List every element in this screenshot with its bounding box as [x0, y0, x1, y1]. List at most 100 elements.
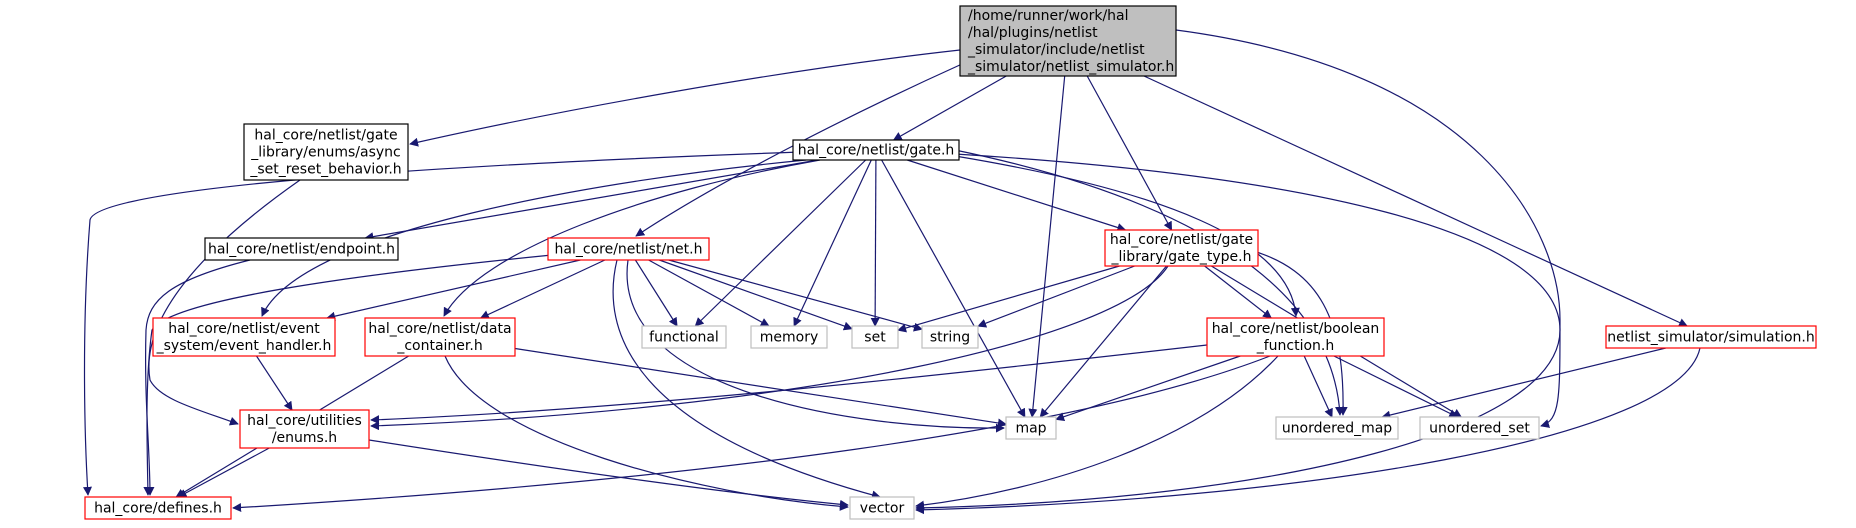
node-label-line: memory: [760, 330, 819, 346]
edge-gate-h-to-gate-type-h: [907, 159, 1127, 232]
edge-enums-h-to-vector: [368, 439, 849, 509]
node-box: [750, 325, 828, 349]
node-box: [921, 325, 979, 349]
node-event-handler-h[interactable]: hal_core/netlist/event_system/event_hand…: [152, 317, 336, 357]
node-label-line: vector: [860, 501, 905, 517]
node-label-line: _function.h: [1256, 338, 1335, 354]
node-box: [1005, 416, 1057, 440]
edge-boolean-function-h-to-vector: [915, 355, 1279, 510]
edge-gate-h-to-event-handler-h: [261, 159, 807, 317]
edge-boolean-function-h-to-defines-h: [232, 355, 1271, 513]
edge-net-h-to-set: [659, 259, 853, 331]
node-label-line: hal_core/netlist/net.h: [555, 242, 703, 258]
node-unordered-map[interactable]: unordered_map: [1275, 416, 1399, 440]
node-label-line: _set_reset_behavior.h: [249, 162, 401, 178]
node-gate-type-h[interactable]: hal_core/netlist/gate_library/gate_type.…: [1104, 229, 1259, 267]
node-label-line: hal_core/defines.h: [94, 501, 222, 517]
node-net-h[interactable]: hal_core/netlist/net.h: [547, 237, 710, 261]
edge-gate-h-to-endpoint-h: [364, 159, 819, 242]
node-box: [243, 123, 409, 181]
edge-gate-h-to-functional: [694, 159, 867, 327]
node-box: [1275, 416, 1399, 440]
edge-netlist-simulator-h-to-unordered-set: [1175, 29, 1561, 428]
edge-endpoint-h-to-defines-h: [144, 259, 251, 496]
edge-net-h-to-memory: [648, 259, 770, 327]
node-box: [1419, 416, 1540, 440]
edge-netlist-simulator-h-to-gate-type-h: [1086, 75, 1173, 231]
node-label-line: map: [1015, 421, 1046, 437]
node-functional[interactable]: functional: [641, 325, 727, 349]
node-netlist-simulator-h[interactable]: /home/runner/work/hal/hal/plugins/netlis…: [959, 5, 1177, 77]
edge-net-h-to-string: [668, 259, 923, 332]
edge-gate-h-to-vector: [915, 153, 1561, 513]
node-label-line: _system/event_handler.h: [156, 338, 332, 354]
node-data-container-h[interactable]: hal_core/netlist/data_container.h: [364, 317, 516, 357]
node-label-line: unordered_map: [1282, 421, 1392, 437]
node-defines-h[interactable]: hal_core/defines.h: [84, 496, 232, 520]
node-label-line: hal_core/netlist/endpoint.h: [208, 242, 395, 258]
edge-gate-h-to-memory: [793, 159, 872, 327]
node-label-line: set: [864, 330, 886, 346]
node-box: [239, 409, 370, 449]
edge-layer: [83, 29, 1701, 515]
node-box: [959, 5, 1177, 77]
node-label-line: _library/enums/async: [250, 145, 401, 161]
node-layer: /home/runner/work/hal/hal/plugins/netlis…: [84, 5, 1817, 520]
edge-gate-type-h-to-boolean-function-h: [1204, 265, 1272, 319]
node-map[interactable]: map: [1005, 416, 1057, 440]
node-label-line: _container.h: [396, 338, 482, 354]
edge-gate-type-h-to-enums-h: [370, 265, 1169, 431]
node-memory[interactable]: memory: [750, 325, 828, 349]
edge-net-h-to-event-handler-h: [326, 259, 581, 321]
node-unordered-set[interactable]: unordered_set: [1419, 416, 1540, 440]
node-box: [1206, 317, 1385, 357]
node-box: [152, 317, 336, 357]
node-box: [641, 325, 727, 349]
node-box: [547, 237, 710, 261]
edge-data-container-h-to-map: [514, 347, 1007, 428]
edge-netlist-simulator-h-to-net-h: [635, 63, 963, 237]
node-string[interactable]: string: [921, 325, 979, 349]
node-label-line: _simulator/netlist_simulator.h: [967, 59, 1174, 75]
node-label-line: functional: [649, 330, 719, 346]
edge-gate-type-h-to-unordered-map: [1249, 249, 1348, 416]
node-label-line: hal_core/netlist/gate.h: [798, 143, 955, 159]
edge-simulation-h-to-unordered-map: [1381, 347, 1666, 420]
node-enums-h[interactable]: hal_core/utilities/enums.h: [239, 409, 370, 449]
edge-boolean-function-h-to-unordered-set: [1333, 355, 1459, 418]
node-box: [204, 237, 399, 261]
node-label-line: /hal/plugins/netlist: [968, 25, 1098, 41]
edge-data-container-h-to-vector: [444, 355, 849, 511]
edge-net-h-to-vector: [612, 259, 881, 500]
node-label-line: hal_core/netlist/event: [168, 321, 320, 337]
node-label-line: _library/gate_type.h: [1111, 249, 1252, 265]
edge-gate-type-h-to-set: [897, 265, 1120, 333]
edge-boolean-function-h-to-unordered-map: [1303, 355, 1333, 418]
node-label-line: unordered_set: [1429, 421, 1530, 437]
edge-netlist-simulator-h-to-map: [1028, 75, 1066, 418]
node-label-line: /enums.h: [272, 430, 337, 446]
edge-enums-h-to-defines-h: [177, 447, 270, 498]
edge-gate-h-to-map: [881, 159, 1026, 418]
node-label-line: hal_core/utilities: [247, 413, 362, 429]
node-vector[interactable]: vector: [849, 496, 915, 520]
node-label-line: netlist_simulator/simulation.h: [1607, 330, 1815, 346]
edge-simulation-h-to-vector: [915, 347, 1701, 515]
node-simulation-h[interactable]: netlist_simulator/simulation.h: [1605, 325, 1817, 349]
edge-net-h-to-data-container-h: [479, 259, 606, 319]
node-async-set-reset[interactable]: hal_core/netlist/gate_library/enums/asyn…: [243, 123, 409, 181]
edge-net-h-to-functional: [634, 259, 678, 327]
node-endpoint-h[interactable]: hal_core/netlist/endpoint.h: [204, 237, 399, 261]
node-set[interactable]: set: [851, 325, 899, 349]
node-label-line: hal_core/netlist/data: [368, 321, 511, 337]
node-box: [84, 496, 232, 520]
node-label-line: hal_core/netlist/gate: [1110, 232, 1253, 248]
node-label-line: hal_core/netlist/gate: [254, 128, 397, 144]
node-box: [1104, 229, 1259, 267]
edge-gate-type-h-to-map: [1039, 265, 1167, 418]
node-gate-h[interactable]: hal_core/netlist/gate.h: [792, 139, 960, 161]
edge-netlist-simulator-h-to-async-set-reset: [409, 49, 961, 147]
edge-netlist-simulator-h-to-gate-h: [892, 75, 1007, 141]
node-boolean-function-h[interactable]: hal_core/netlist/boolean_function.h: [1206, 317, 1385, 357]
